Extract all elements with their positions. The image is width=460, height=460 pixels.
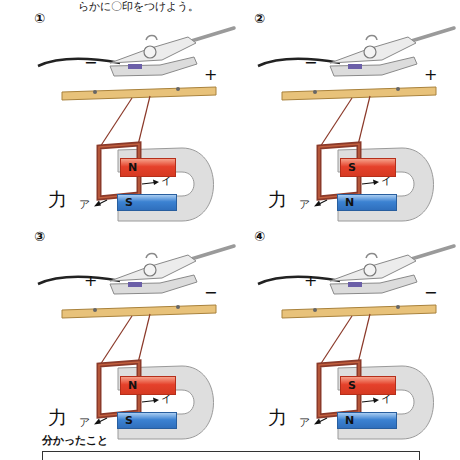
force-label: 力 — [48, 189, 67, 210]
pole-letter: N — [128, 380, 137, 391]
force-label: 力 — [268, 189, 287, 210]
magnet-pole: N — [337, 412, 397, 429]
magnet-pole: N — [120, 376, 176, 395]
direction-label: ア — [79, 417, 90, 429]
magnet-pole: N — [120, 158, 176, 177]
pole-letter: S — [125, 197, 133, 208]
force-label: 力 — [48, 407, 67, 428]
panel-number: ① — [34, 12, 45, 26]
panel-number: ② — [254, 12, 265, 26]
panel-number: ③ — [34, 230, 45, 244]
terminal-sign: − — [424, 284, 437, 302]
instruction-text: らかに〇印をつけよう。 — [78, 1, 199, 13]
direction-label: ア — [299, 199, 310, 211]
pole-letter: N — [128, 162, 137, 173]
pole-letter: N — [345, 415, 354, 426]
terminal-sign: + — [204, 66, 217, 84]
terminal-sign: − — [84, 54, 97, 72]
terminal-sign: + — [424, 66, 437, 84]
terminal-sign: + — [84, 272, 97, 290]
panel-number: ④ — [254, 230, 265, 244]
magnet-pole: S — [117, 194, 177, 211]
pole-letter: N — [345, 197, 354, 208]
answer-box: 分かったこと — [42, 433, 420, 460]
pole-letter: S — [348, 162, 356, 173]
force-label: 力 — [268, 407, 287, 428]
terminal-sign: − — [204, 284, 217, 302]
direction-label: ア — [79, 199, 90, 211]
terminal-sign: − — [304, 54, 317, 72]
magnet-pole: N — [337, 194, 397, 211]
magnet-pole: S — [117, 412, 177, 429]
magnet-pole: S — [340, 158, 396, 177]
magnet-pole: S — [340, 376, 396, 395]
direction-label: ア — [299, 417, 310, 429]
pole-letter: S — [125, 415, 133, 426]
terminal-sign: + — [304, 272, 317, 290]
answer-heading: 分かったこと — [42, 433, 420, 448]
pole-letter: S — [348, 380, 356, 391]
answer-frame — [42, 451, 420, 460]
